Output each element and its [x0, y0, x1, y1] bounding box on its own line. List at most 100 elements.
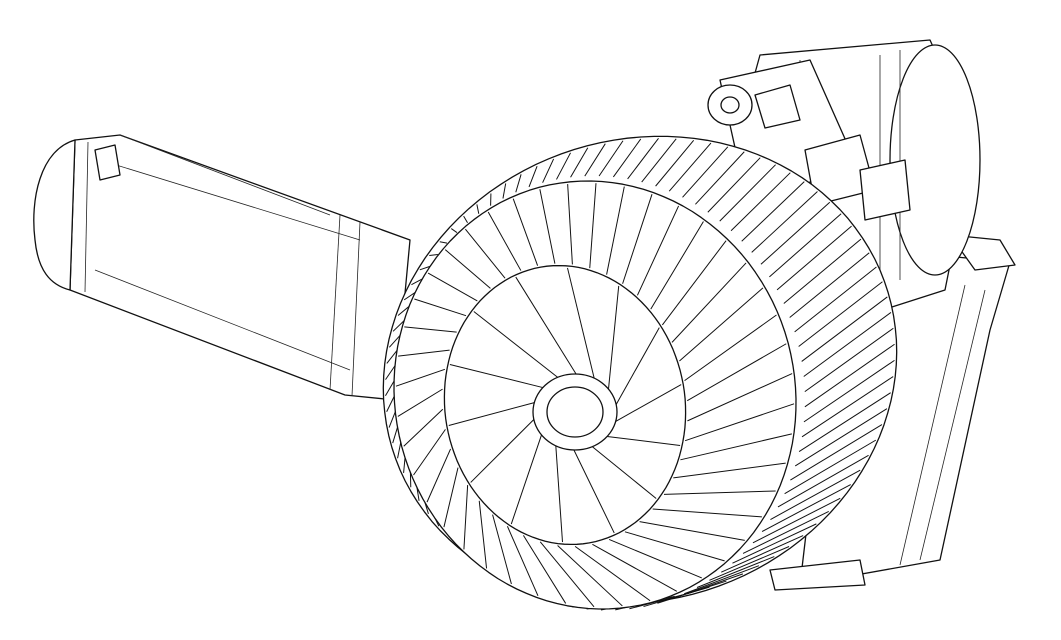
impeller-blade — [686, 343, 787, 402]
impeller-blade — [539, 189, 556, 264]
impeller-blade — [650, 221, 704, 310]
impeller-blade — [624, 531, 725, 562]
fan-housing — [382, 135, 898, 611]
cooling-fin — [682, 146, 729, 198]
inner-vane — [515, 276, 577, 375]
cooling-fin — [784, 439, 877, 495]
impeller-blade — [671, 262, 747, 343]
impeller-blade — [427, 272, 478, 302]
impeller-blade — [465, 228, 506, 279]
impeller-blade — [463, 485, 469, 550]
impeller-blade — [539, 541, 595, 608]
cooling-fin — [584, 143, 606, 177]
impeller-blade — [413, 429, 446, 476]
impeller-blade — [663, 490, 776, 495]
inner-vane — [615, 384, 682, 422]
cooling-fin — [502, 183, 507, 199]
inner-vane — [607, 435, 681, 447]
cooling-fin — [719, 164, 776, 222]
impeller-blade — [589, 183, 597, 269]
cooling-fin — [411, 278, 423, 286]
inner-vane — [615, 327, 660, 405]
cooling-fin — [777, 454, 869, 508]
impeller-blade — [574, 545, 651, 602]
cooling-fin — [776, 225, 852, 291]
impeller-blade — [684, 403, 795, 442]
cooling-fin — [476, 204, 480, 214]
impeller-blade — [652, 508, 762, 518]
cooling-fin — [752, 497, 841, 544]
inner-vane — [591, 446, 657, 499]
impeller-blade — [404, 326, 457, 333]
impeller-blade — [444, 249, 491, 289]
cooling-fin — [721, 535, 804, 573]
cooling-fin — [760, 201, 831, 265]
cooling-fin — [668, 142, 712, 192]
impeller-blade — [622, 194, 653, 284]
impeller-blade — [608, 538, 702, 579]
cooling-fin — [542, 158, 555, 183]
cooling-fin — [751, 191, 818, 253]
cooling-fin — [429, 254, 438, 256]
impeller-blade — [397, 388, 443, 417]
inner-vane — [573, 449, 615, 534]
hub-bore — [546, 386, 604, 438]
cooling-fin — [798, 281, 883, 347]
cooling-fin — [742, 510, 829, 554]
cooling-fin — [570, 147, 589, 178]
left-silencer — [33, 134, 411, 401]
cooling-fin — [803, 312, 892, 377]
cooling-fin — [463, 215, 468, 224]
inner-vane — [470, 419, 535, 483]
cooling-fin — [794, 266, 877, 333]
terminal-box — [707, 59, 911, 221]
cooling-fin — [770, 469, 861, 520]
inner-vane — [567, 267, 595, 379]
cooling-fin — [684, 565, 760, 595]
cooling-fin — [769, 213, 842, 278]
cooling-fin — [386, 348, 399, 364]
impeller-blade — [679, 287, 764, 362]
impeller-blade — [639, 521, 745, 541]
cooling-fin — [528, 165, 538, 188]
cooling-fin — [794, 408, 888, 467]
cooling-fin — [515, 174, 522, 193]
impeller-blade — [661, 240, 727, 326]
impeller-blade — [680, 433, 792, 461]
cooling-fin — [629, 591, 693, 610]
cooling-fin — [732, 523, 817, 564]
cooling-fin — [790, 424, 883, 481]
impeller-blade — [403, 408, 444, 447]
cooling-fin — [803, 359, 895, 423]
cooling-fin — [730, 172, 791, 232]
impeller-blade — [557, 545, 623, 607]
impeller-blade — [492, 514, 512, 585]
cooling-fin — [641, 138, 677, 183]
cooling-fin — [801, 296, 888, 362]
cooling-fin — [655, 140, 695, 187]
cooling-fin — [627, 137, 659, 180]
cooling-fin — [798, 392, 891, 452]
impeller-blade — [606, 186, 625, 275]
motor-end-cap — [889, 44, 981, 276]
cooling-fin — [397, 305, 410, 316]
cooling-fin — [804, 343, 895, 408]
cooling-fin — [804, 327, 894, 393]
cooling-fin — [709, 546, 790, 581]
cooling-fin — [556, 152, 571, 180]
impeller-blade — [687, 373, 793, 422]
cooling-fin — [789, 252, 870, 318]
cooling-fin — [761, 484, 851, 532]
impeller-blade — [443, 467, 459, 528]
motor — [707, 39, 981, 331]
inner-vane — [555, 445, 564, 543]
impeller-blade — [522, 535, 567, 604]
impeller-blade — [414, 298, 467, 317]
inner-vane — [607, 285, 620, 390]
impeller-blade — [636, 205, 680, 296]
impeller-blade — [487, 211, 522, 271]
inner-vane — [510, 434, 542, 525]
cooling-fin — [439, 241, 448, 244]
impeller-blade — [673, 462, 786, 479]
